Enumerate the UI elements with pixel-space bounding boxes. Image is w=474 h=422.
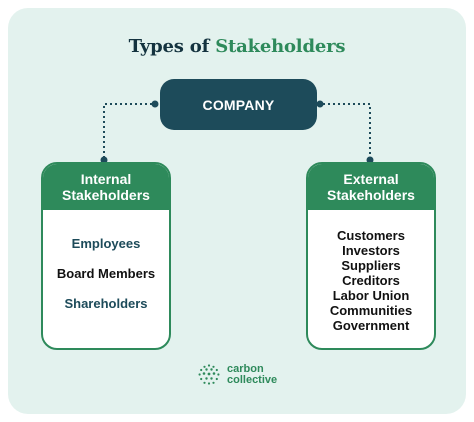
external-stakeholders-card: External Stakeholders Customers Investor… (306, 162, 436, 350)
list-item: Employees (71, 236, 141, 251)
internal-list: Employees Board Members Shareholders (43, 210, 169, 311)
connector-left (103, 103, 152, 160)
list-item: Suppliers (341, 258, 401, 273)
internal-stakeholders-card: Internal Stakeholders Employees Board Me… (41, 162, 171, 350)
list-item: Board Members (56, 266, 156, 281)
logo-wordmark: carbon collective (227, 364, 277, 386)
internal-header-line2: Stakeholders (62, 187, 150, 203)
external-card-header: External Stakeholders (308, 164, 434, 210)
diagram-title: Types of Stakeholders (0, 36, 474, 57)
list-item: Customers (337, 228, 405, 243)
company-node: COMPANY (160, 79, 317, 130)
external-list: Customers Investors Suppliers Creditors … (308, 210, 434, 333)
company-label: COMPANY (202, 96, 275, 113)
list-item: Communities (329, 303, 413, 318)
connector-dot-left (151, 100, 159, 108)
title-accent: Stakeholders (215, 36, 346, 57)
list-item: Government (332, 318, 410, 333)
list-item: Labor Union (332, 288, 410, 303)
carbon-collective-logo: carbon collective (197, 363, 277, 387)
list-item: Shareholders (64, 296, 148, 311)
list-item: Creditors (342, 273, 400, 288)
logo-line2: collective (227, 374, 278, 386)
connector-right (323, 103, 371, 160)
connector-dot-right-bottom (366, 156, 374, 164)
external-header-line1: External (343, 171, 399, 187)
title-prefix: Types of (128, 36, 210, 57)
internal-header-line1: Internal (80, 171, 132, 187)
logo-line1: carbon (227, 363, 264, 375)
external-header-line2: Stakeholders (327, 187, 415, 203)
connector-dot-left-bottom (100, 156, 108, 164)
internal-card-header: Internal Stakeholders (43, 164, 169, 210)
list-item: Investors (342, 243, 400, 258)
connector-dot-right (316, 100, 324, 108)
dotted-globe-icon (198, 364, 220, 385)
